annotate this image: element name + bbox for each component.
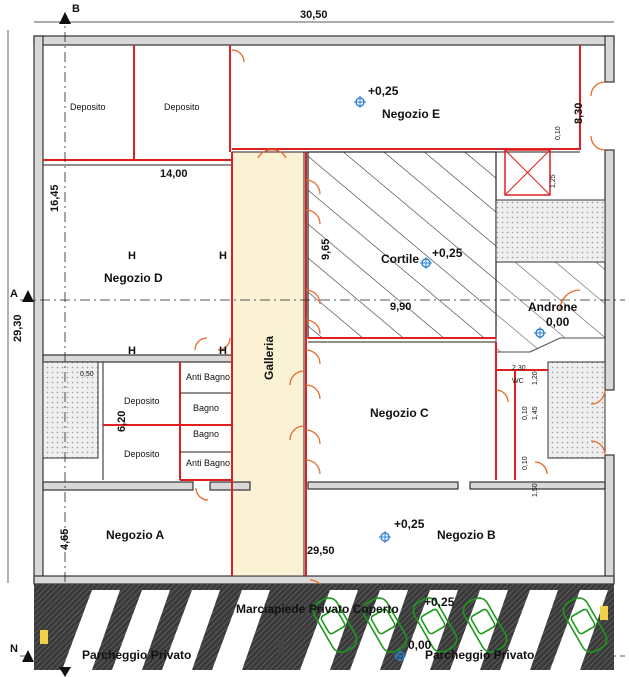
room-marciapiede: Marciapiede Privato Coperto <box>236 602 399 616</box>
level-androne: 0,00 <box>546 315 570 329</box>
room-labels: Deposito Deposito Negozio E Negozio D Co… <box>70 102 578 662</box>
level-markers <box>354 96 546 662</box>
room-galleria: Galleria <box>262 336 276 380</box>
room-cortile: Cortile <box>381 252 419 266</box>
car-icon <box>362 597 408 653</box>
car-icon <box>562 597 608 653</box>
dim-wc-1: 1,20 <box>532 371 539 385</box>
dim-wc-2: 1,50 <box>532 483 539 497</box>
section-mark-n: N <box>10 643 18 655</box>
room-bagno-1: Bagno <box>193 403 219 413</box>
room-androne: Androne <box>528 300 578 314</box>
level-labels: +0,25 +0,25 0,00 +0,25 +0,25 0,00 <box>368 84 570 652</box>
dim-deposito-height: 6,20 <box>116 411 128 432</box>
room-bagno-2: Bagno <box>193 429 219 439</box>
room-anti-bagno-1: Anti Bagno <box>186 372 230 382</box>
dim-negozio-d-width: 14,00 <box>160 168 188 180</box>
dim-cortile-height: 9,65 <box>320 239 332 260</box>
car-icon <box>462 597 508 653</box>
cortile-hatched-area <box>307 151 497 339</box>
dim-overall-width: 30,50 <box>300 9 328 21</box>
dim-bottom-width: 29,50 <box>307 545 335 557</box>
dim-negozio-e-height: 8,30 <box>573 103 585 124</box>
room-deposito-1: Deposito <box>70 102 106 112</box>
room-negozio-c: Negozio C <box>370 406 429 420</box>
dim-overall-height: 29,30 <box>12 314 24 342</box>
inner-walls <box>7 12 625 672</box>
room-negozio-b: Negozio B <box>437 528 496 542</box>
room-deposito-4: Deposito <box>124 449 160 459</box>
level-marciapiede: +0,25 <box>424 595 455 609</box>
h-marker: H <box>219 345 227 357</box>
dimension-labels: 30,50 29,30 14,00 16,45 8,30 9,65 9,90 6… <box>12 9 585 557</box>
room-negozio-e: Negozio E <box>382 107 440 121</box>
level-marker-icon <box>394 650 406 662</box>
section-labels: B A N <box>10 3 80 655</box>
level-marker-icon <box>420 257 432 269</box>
level-cortile: +0,25 <box>432 246 463 260</box>
h-marker: H <box>128 345 136 357</box>
section-arrow-icon <box>59 667 71 677</box>
level-negozio-b: +0,25 <box>394 517 425 531</box>
dim-cortile-width: 9,90 <box>390 301 411 313</box>
dim-elev-5: 0,10 <box>522 456 529 470</box>
room-deposito-2: Deposito <box>164 102 200 112</box>
dim-negozio-a-height: 4,65 <box>59 529 71 550</box>
section-mark-b: B <box>72 3 80 15</box>
car-icon <box>312 597 358 653</box>
level-parcheggio: 0,00 <box>408 638 432 652</box>
room-deposito-3: Deposito <box>124 396 160 406</box>
room-anti-bagno-2: Anti Bagno <box>186 458 230 468</box>
dim-negozio-d-height: 16,45 <box>49 184 61 212</box>
dim-elev-4: 1,45 <box>532 406 539 420</box>
parked-cars <box>312 597 608 653</box>
level-marker-icon <box>354 96 366 108</box>
section-arrow-icon <box>22 290 34 302</box>
dim-elev-2: 1,25 <box>550 174 557 188</box>
level-negozio-e: +0,25 <box>368 84 399 98</box>
dim-stair-small: 0,50 <box>80 371 94 378</box>
h-marker: H <box>128 250 136 262</box>
dim-elev-1: 0,10 <box>555 126 562 140</box>
section-arrow-icon <box>59 12 71 24</box>
room-negozio-a: Negozio A <box>106 528 165 542</box>
car-icon <box>412 597 458 653</box>
level-marker-icon <box>379 531 391 543</box>
section-mark-a: A <box>10 288 18 300</box>
h-markers: H H H H <box>128 250 227 357</box>
room-wc: WC <box>512 378 524 385</box>
room-parcheggio-right: Parcheggio Privato <box>425 648 534 662</box>
dim-elev-3: 0,10 <box>522 406 529 420</box>
level-marker-icon <box>534 327 546 339</box>
room-negozio-d: Negozio D <box>104 271 163 285</box>
dim-wc-width: 2,30 <box>512 365 526 372</box>
room-parcheggio-left: Parcheggio Privato <box>82 648 191 662</box>
h-marker: H <box>219 250 227 262</box>
section-arrow-icon <box>22 650 34 662</box>
